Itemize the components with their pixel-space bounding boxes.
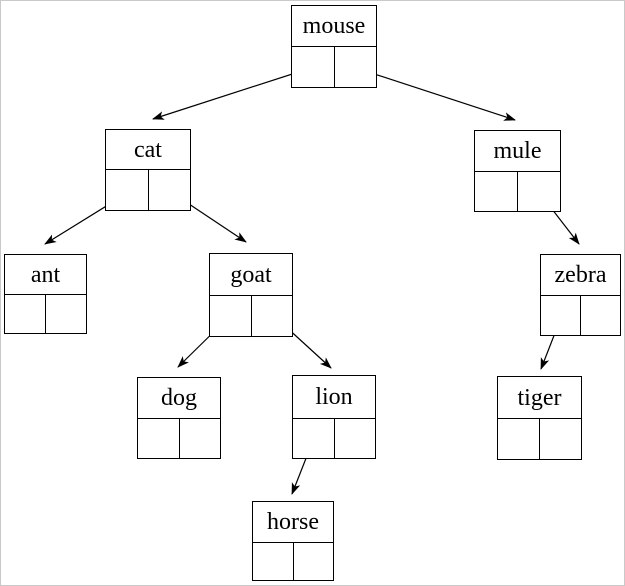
tree-node-dog: dog	[137, 377, 221, 459]
tree-node-tiger: tiger	[497, 376, 582, 460]
node-label: tiger	[498, 377, 581, 419]
node-label: zebra	[541, 255, 620, 296]
node-left-pointer-cell	[106, 170, 149, 210]
node-pointer-cells	[293, 419, 375, 458]
node-left-pointer-cell	[292, 47, 335, 87]
node-left-pointer-cell	[498, 419, 540, 459]
node-label: goat	[210, 254, 292, 296]
node-pointer-cells	[5, 295, 86, 333]
node-label: mouse	[292, 6, 376, 47]
node-left-pointer-cell	[210, 296, 252, 336]
node-right-pointer-cell	[252, 296, 293, 336]
node-pointer-cells	[210, 296, 292, 336]
node-label: dog	[138, 378, 220, 419]
node-right-pointer-cell	[149, 170, 191, 210]
tree-node-goat: goat	[209, 253, 293, 337]
node-left-pointer-cell	[253, 543, 294, 580]
node-label: horse	[253, 502, 333, 543]
node-pointer-cells	[475, 172, 560, 211]
node-left-pointer-cell	[138, 419, 180, 458]
tree-node-mouse: mouse	[291, 5, 377, 88]
node-right-pointer-cell	[46, 295, 86, 333]
node-right-pointer-cell	[581, 296, 620, 335]
edge-mouse-left-to-cat	[152, 66, 315, 120]
node-pointer-cells	[106, 170, 190, 210]
tree-node-lion: lion	[292, 375, 376, 459]
node-label: cat	[106, 130, 190, 170]
node-right-pointer-cell	[540, 419, 581, 459]
node-left-pointer-cell	[293, 419, 335, 458]
node-right-pointer-cell	[294, 543, 334, 580]
tree-node-horse: horse	[252, 501, 334, 581]
tree-node-ant: ant	[4, 254, 87, 334]
node-right-pointer-cell	[180, 419, 221, 458]
node-left-pointer-cell	[5, 295, 46, 333]
tree-node-mule: mule	[474, 130, 561, 212]
node-label: ant	[5, 255, 86, 295]
node-pointer-cells	[498, 419, 581, 459]
edge-mouse-right-to-mule	[352, 66, 516, 121]
node-left-pointer-cell	[541, 296, 581, 335]
node-pointer-cells	[541, 296, 620, 335]
tree-node-cat: cat	[105, 129, 191, 211]
node-left-pointer-cell	[475, 172, 518, 211]
tree-node-zebra: zebra	[540, 254, 621, 336]
node-label: lion	[293, 376, 375, 419]
node-right-pointer-cell	[335, 47, 377, 87]
node-pointer-cells	[292, 47, 376, 87]
node-label: mule	[475, 131, 560, 172]
node-pointer-cells	[253, 543, 333, 580]
node-right-pointer-cell	[518, 172, 560, 211]
node-right-pointer-cell	[335, 419, 376, 458]
node-pointer-cells	[138, 419, 220, 458]
